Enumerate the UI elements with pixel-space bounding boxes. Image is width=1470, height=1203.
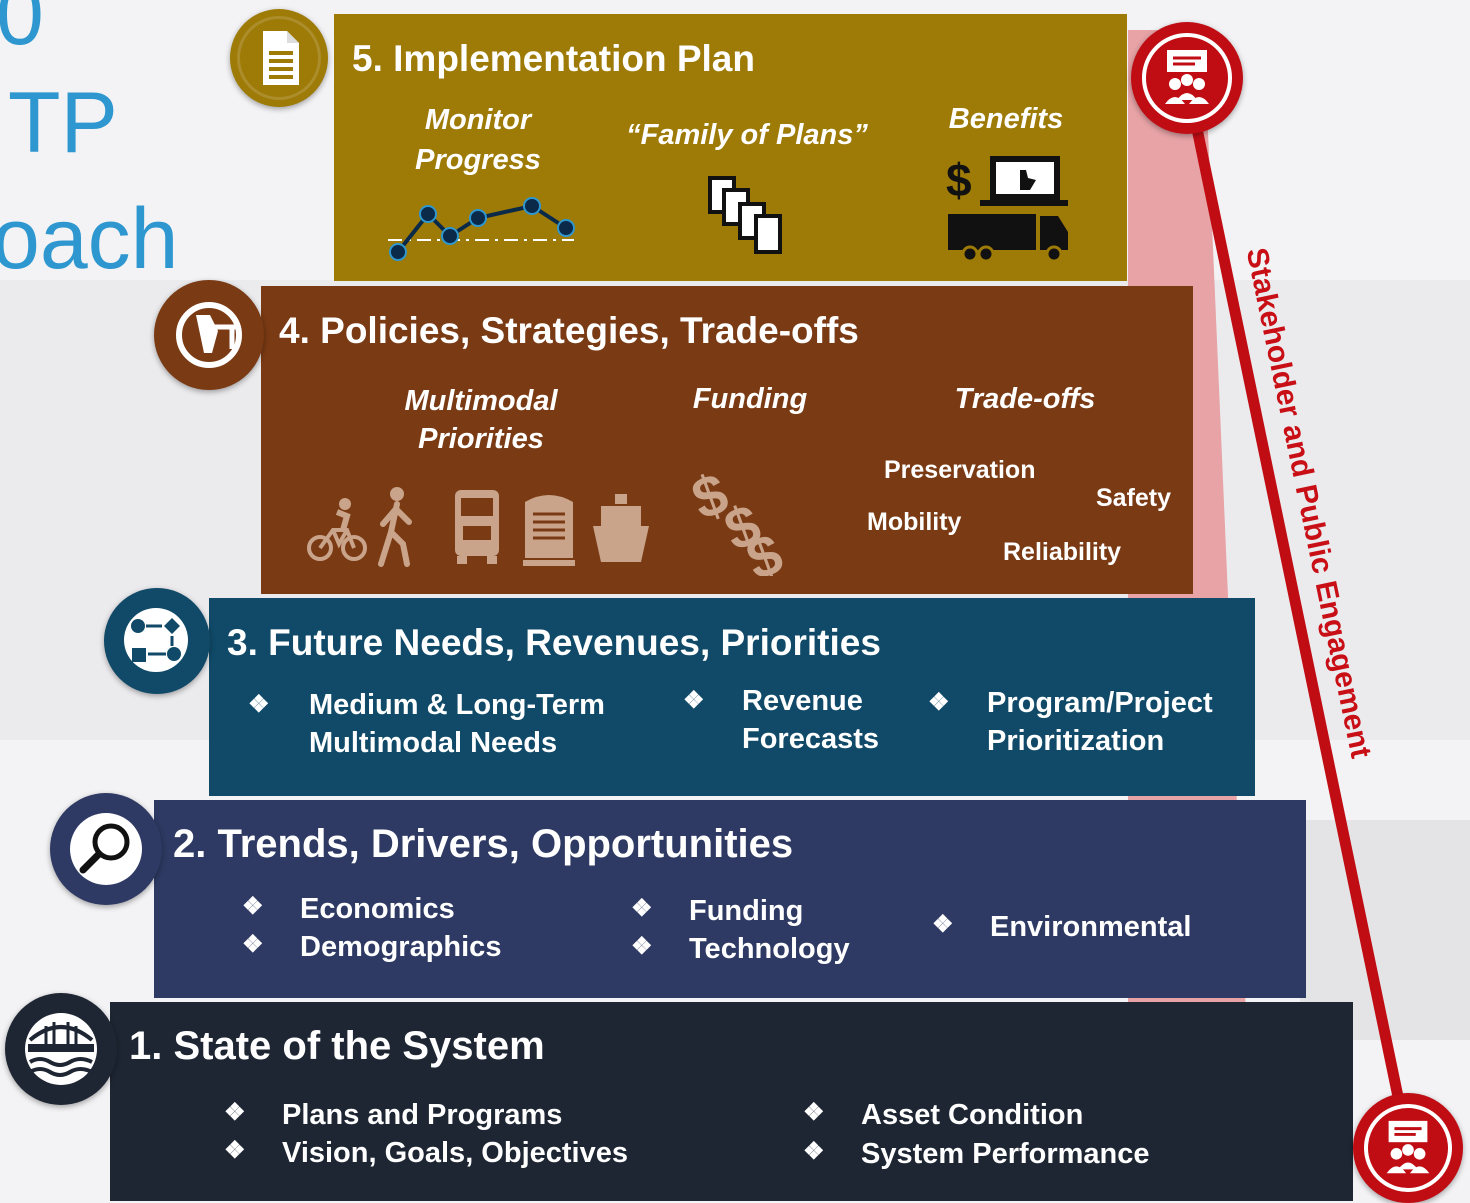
tier-3-bullet-needs: ❖ Medium & Long-Term Multimodal Needs	[248, 688, 668, 768]
title-fragment: TP	[8, 75, 118, 171]
tier-3-bullet-revenue: ❖ Revenue Forecasts	[683, 684, 923, 764]
bullet-line: Prioritization	[987, 725, 1165, 757]
tier-4-title: 4. Policies, Strategies, Trade-offs	[279, 310, 859, 351]
list-item: Environmental	[932, 908, 1191, 946]
monitor-progress-label: Monitor Progress	[415, 104, 541, 176]
title-fragment: 0	[0, 0, 44, 63]
engagement-badge-bottom	[1353, 1093, 1463, 1203]
svg-text:$: $	[946, 154, 972, 206]
dollar-computer-truck-icon: $	[946, 154, 1068, 263]
tier-4-badge	[154, 280, 264, 390]
funding-label: Funding	[692, 383, 808, 415]
magnifier-icon	[70, 813, 142, 885]
tier-1-list-right: Asset Condition System Performance	[803, 1096, 1150, 1174]
bullet-line: Revenue	[742, 685, 863, 717]
list-item: System Performance	[803, 1135, 1150, 1174]
pedestrian-icon	[378, 487, 412, 567]
tier-3-panel: 3. Future Needs, Revenues, Priorities ❖ …	[209, 598, 1255, 796]
engagement-badge-top	[1131, 22, 1243, 134]
tier-2-badge	[50, 793, 162, 905]
tier-2-list-col3: Environmental	[932, 908, 1191, 946]
tier-1-title: 1. State of the System	[129, 1024, 545, 1068]
bullet-line: Medium & Long-Term	[309, 689, 605, 721]
ship-icon	[593, 494, 649, 562]
tradeoff-reliability: Reliability	[1003, 538, 1122, 566]
tradeoff-safety: Safety	[1096, 484, 1172, 512]
list-item: Asset Condition	[803, 1096, 1150, 1135]
tier-5-badge	[230, 9, 328, 107]
bullet-line: Forecasts	[742, 723, 880, 755]
title-fragment: oach	[0, 191, 179, 287]
document-icon	[262, 30, 299, 85]
svg-text:$: $	[738, 521, 791, 576]
tier-3-bullet-prioritization: ❖ Program/Project Prioritization	[928, 686, 1248, 766]
progress-line-icon	[388, 197, 575, 261]
tier-2-panel: 2. Trends, Drivers, Opportunities Econom…	[154, 800, 1306, 998]
list-item: Funding	[631, 892, 850, 930]
list-item: Plans and Programs	[224, 1096, 628, 1134]
tier-1-list-left: Plans and Programs Vision, Goals, Object…	[224, 1096, 628, 1172]
tradeoff-preservation: Preservation	[884, 456, 1036, 484]
tier-1-panel: 1. State of the System Plans and Program…	[110, 1002, 1353, 1201]
list-item: Technology	[631, 930, 850, 968]
list-item: Vision, Goals, Objectives	[224, 1134, 628, 1172]
scales-icon	[176, 302, 242, 368]
tier-1-badge	[5, 993, 117, 1105]
tier-2-list-col2: Funding Technology	[631, 892, 850, 968]
train-icon	[523, 495, 575, 566]
flowchart-icon	[123, 607, 188, 672]
truck-icon	[455, 490, 499, 564]
trade-offs-label: Trade-offs	[954, 383, 1096, 415]
tier-3-title: 3. Future Needs, Revenues, Priorities	[227, 622, 881, 663]
audience-presenter-icon	[1165, 50, 1209, 104]
list-item: Demographics	[242, 928, 501, 966]
bullet-line: Multimodal Needs	[309, 727, 558, 759]
bullet-line: Program/Project	[987, 687, 1213, 719]
tier-5-title: 5. Implementation Plan	[352, 38, 755, 79]
benefits-label: Benefits	[948, 103, 1064, 135]
tier-2-title: 2. Trends, Drivers, Opportunities	[173, 822, 794, 866]
tier-4-panel: 4. Policies, Strategies, Trade-offs Mult…	[261, 286, 1193, 594]
bridge-icon	[25, 1013, 97, 1085]
stacked-documents-icon	[708, 176, 782, 254]
tier-2-list-col1: Economics Demographics	[242, 890, 501, 966]
tier-5-panel: 5. Implementation Plan Monitor Progress …	[334, 14, 1127, 281]
multimodal-priorities-label: Multimodal Priorities	[404, 385, 558, 455]
family-of-plans-label: “Family of Plans”	[626, 119, 868, 151]
audience-presenter-icon	[1386, 1120, 1430, 1174]
tier-3-badge	[104, 588, 210, 694]
bicycle-icon	[307, 498, 367, 561]
tradeoff-mobility: Mobility	[867, 508, 962, 536]
list-item: Economics	[242, 890, 501, 928]
dollar-signs-icon: $ $ $	[691, 460, 791, 576]
